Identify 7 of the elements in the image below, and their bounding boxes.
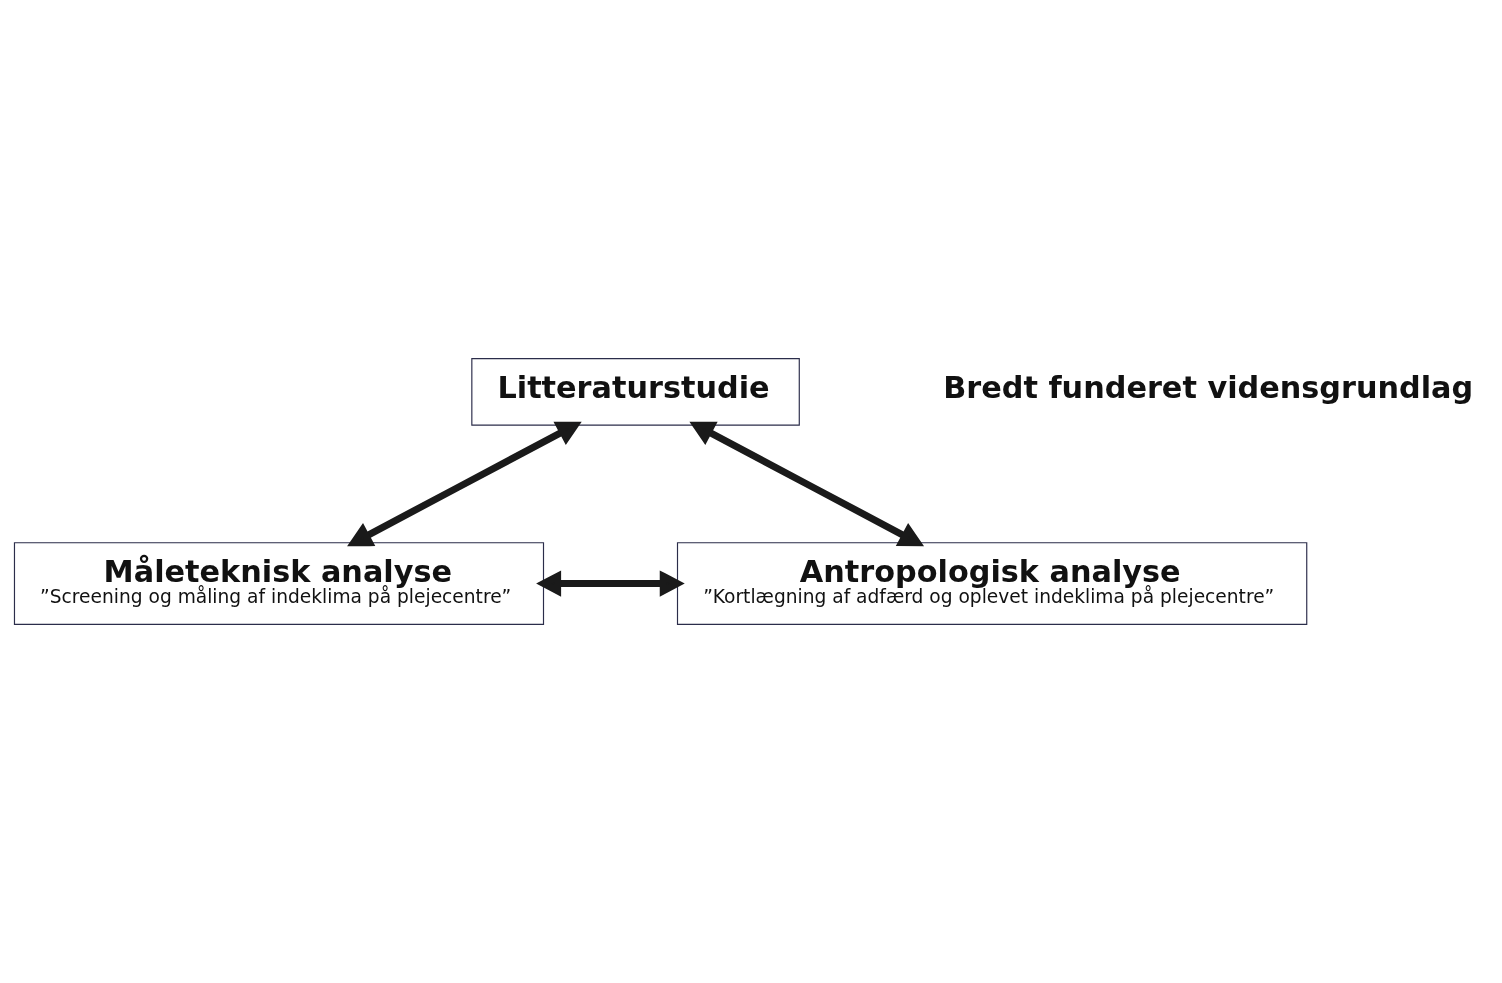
arrow [688,421,924,547]
node-box: Antropologisk analyse ”Kortlægning af adfærd og oplevet indeklima på plejecentre” [676,542,1307,625]
node-box: Litteraturstudie [470,358,800,426]
label: Bredt funderet vidensgrundlag [942,370,1473,406]
node-box: Måleteknisk analyse ”Screening og måling af indeklima på plejecentre” [13,542,544,625]
arrow [346,421,582,547]
arrow [535,570,685,597]
